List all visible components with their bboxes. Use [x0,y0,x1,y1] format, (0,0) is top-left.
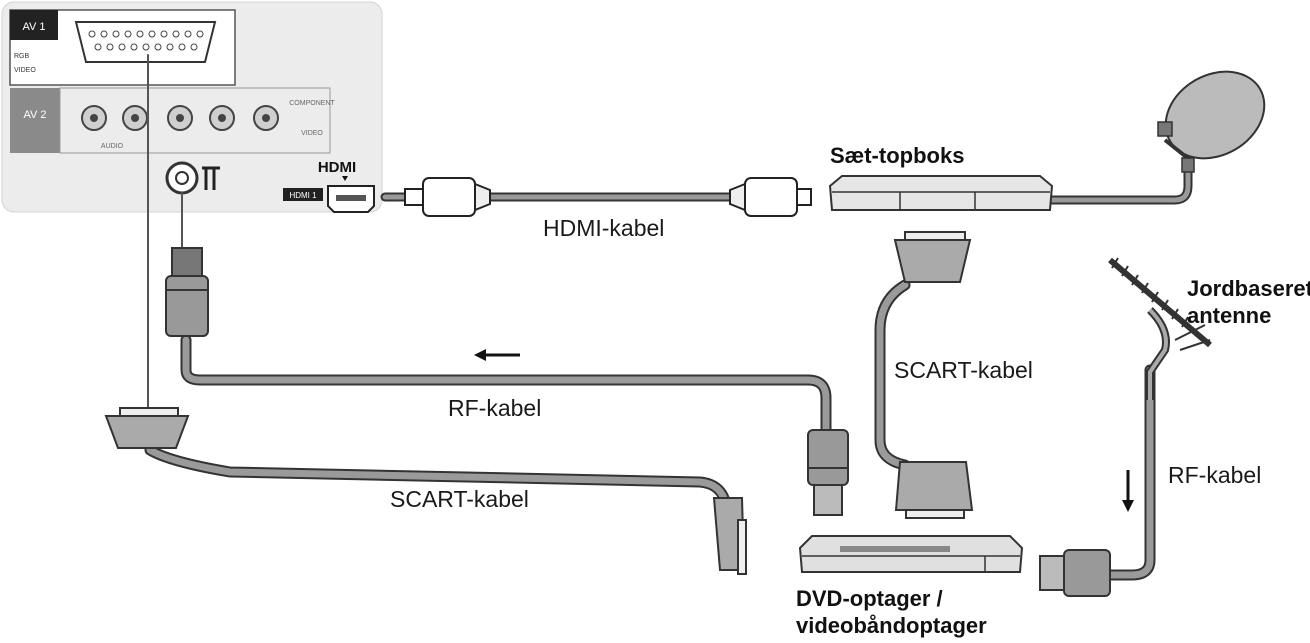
av2-label: AV 2 [23,109,46,121]
antenna-label-line1: Jordbaseret [1187,276,1310,301]
hdmi-cable-label: HDMI-kabel [543,215,665,241]
dvd-label-line2: videobåndoptager [796,613,987,638]
hdmi1-label: HDMI 1 [289,191,317,200]
rf-plug-dvd [807,429,849,516]
signal-direction-arrow [474,349,520,361]
scart-plug-settop [893,231,972,283]
hdmi-plug-right [729,177,812,217]
scart-plug-dvd-top [894,461,974,519]
svg-text:COMPONENT: COMPONENT [289,100,335,107]
rca-jacks [81,105,279,131]
hdmi-plug-left [404,177,491,217]
svg-text:AUDIO: AUDIO [101,143,124,150]
rf-plug-antenna [1039,549,1111,597]
scart-plug-dvd-left [712,497,747,575]
svg-text:VIDEO: VIDEO [14,67,36,74]
antenna-symbol [202,166,220,190]
rf-cable-label: RF-kabel [1168,462,1262,488]
terrestrial-antenna-icon [1108,257,1212,400]
rf-cable-label: RF-kabel [448,395,542,421]
av1-label: AV 1 [22,21,45,33]
scart-plug-tv [104,407,190,449]
svg-text:VIDEO: VIDEO [301,130,323,137]
svg-text:RGB: RGB [14,53,30,60]
signal-direction-arrow [1122,470,1134,512]
hdmi-logo: HDMI [318,159,356,176]
dvd-label-line1: DVD-optager / [796,586,943,611]
settop-label: Sæt-topboks [830,143,965,168]
dvd-recorder [798,535,1024,573]
tv-rear-panel: AV 1 RGB VIDEO AV 2 AUDIO COMPONENT VIDE… [1,1,383,213]
settop-box [828,175,1054,211]
satellite-dish-icon [1157,70,1266,173]
antenna-label-line2: antenne [1187,303,1272,328]
dish-cable [1040,153,1193,205]
scart-cable-label: SCART-kabel [390,486,529,512]
scart-socket [74,21,217,63]
rf-cable-antenna [1104,364,1156,581]
scart-cable-label: SCART-kabel [894,357,1033,383]
rf-plug-tv [165,247,209,337]
